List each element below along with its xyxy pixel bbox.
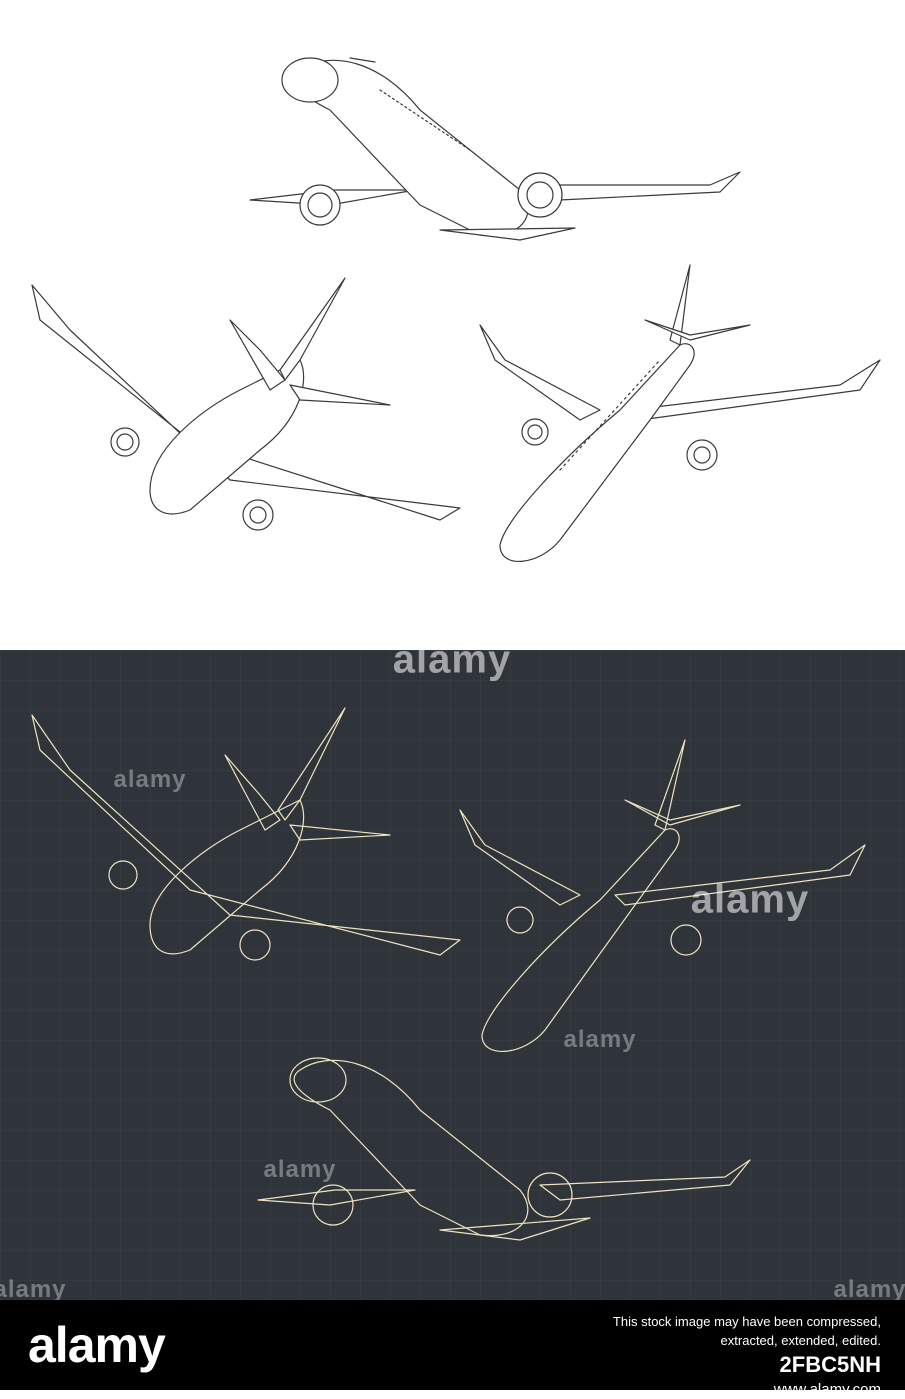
dark-blueprint-panel: alamy alamy alamy alamy alamy alamy alam… (0, 650, 905, 1300)
footer-line-1: This stock image may have been compresse… (612, 1314, 881, 1329)
airplane-front-view (249, 57, 741, 241)
footer-line-2: extracted, extended, edited. (720, 1333, 881, 1348)
light-airplanes (31, 57, 881, 562)
blueprint-airplane-rear-view (31, 707, 461, 961)
light-illustration-panel (0, 0, 905, 650)
blueprint-airplane-three-quarter-view (459, 739, 866, 1053)
image-id: 2FBC5NH (779, 1352, 881, 1377)
dark-blueprint-grid (0, 650, 905, 1300)
airplane-three-quarter-view (479, 264, 881, 562)
alamy-logo: alamy (28, 1317, 166, 1373)
footer-info: This stock image may have been compresse… (613, 1312, 881, 1399)
airplane-rear-view (31, 277, 461, 531)
blueprint-airplane-front-view (257, 1057, 751, 1241)
footer-bar: alamy This stock image may have been com… (0, 1300, 905, 1398)
